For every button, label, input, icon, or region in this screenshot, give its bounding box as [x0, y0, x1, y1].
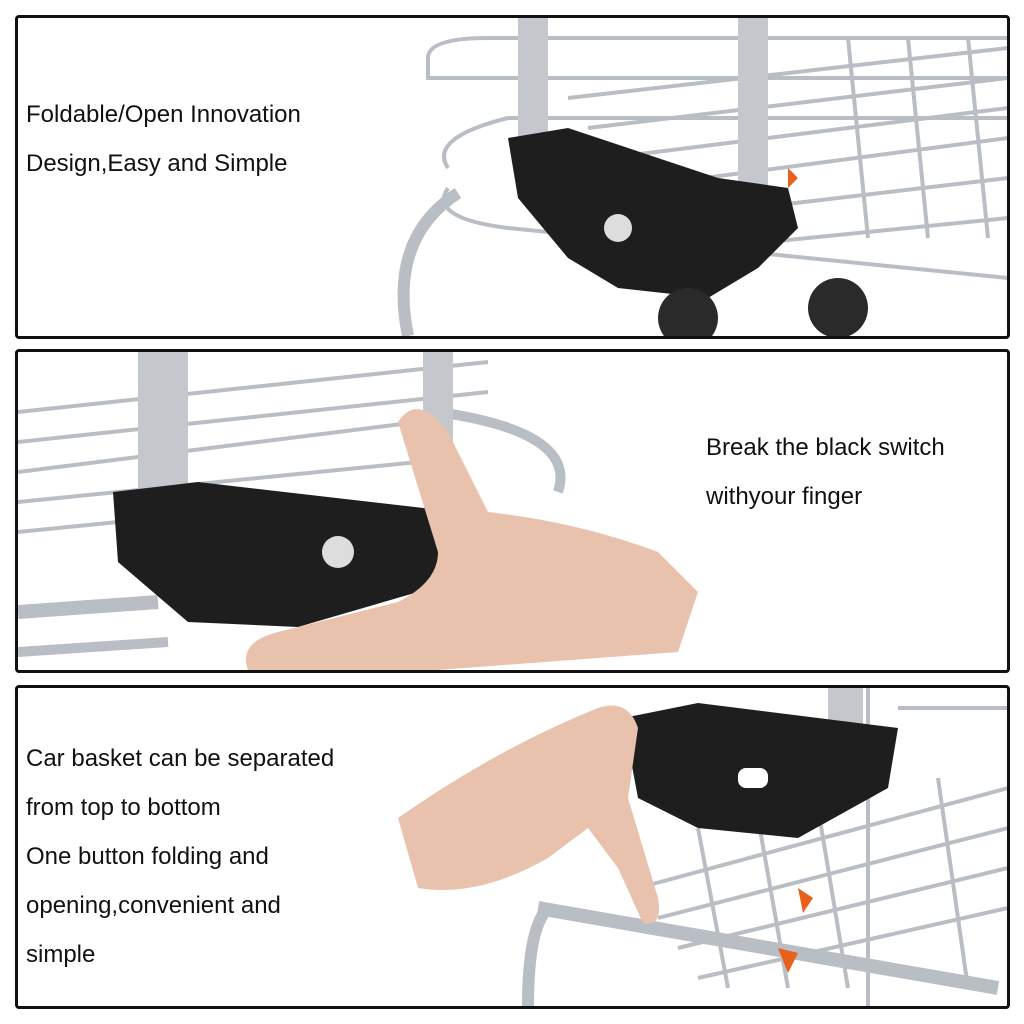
caption-line: from top to bottom	[26, 794, 221, 821]
caption-line: Design,Easy and Simple	[26, 150, 288, 177]
panel-caption: Car basket can be separated from top to …	[26, 734, 334, 979]
caption-line: simple	[26, 941, 96, 968]
caption-line: Break the black switch	[706, 434, 945, 461]
caption-line: withyour finger	[706, 483, 863, 510]
feature-panel-switch: Break the black switch withyour finger	[15, 349, 1010, 673]
caption-line: Car basket can be separated	[26, 745, 335, 772]
basket-hinge-photo	[397, 18, 1007, 336]
feature-panel-separate: Car basket can be separated from top to …	[15, 685, 1010, 1009]
caption-line: One button folding and	[26, 843, 269, 870]
caption-line: opening,convenient and	[26, 892, 281, 919]
panel-caption: Foldable/Open Innovation Design,Easy and…	[26, 90, 301, 188]
panel-caption: Break the black switch withyour finger	[706, 423, 945, 521]
hand-pressing-switch-photo	[18, 352, 698, 670]
feature-panel-foldable: Foldable/Open Innovation Design,Easy and…	[15, 15, 1010, 339]
basket-separation-photo	[398, 688, 1007, 1006]
caption-line: Foldable/Open Innovation	[26, 101, 301, 128]
